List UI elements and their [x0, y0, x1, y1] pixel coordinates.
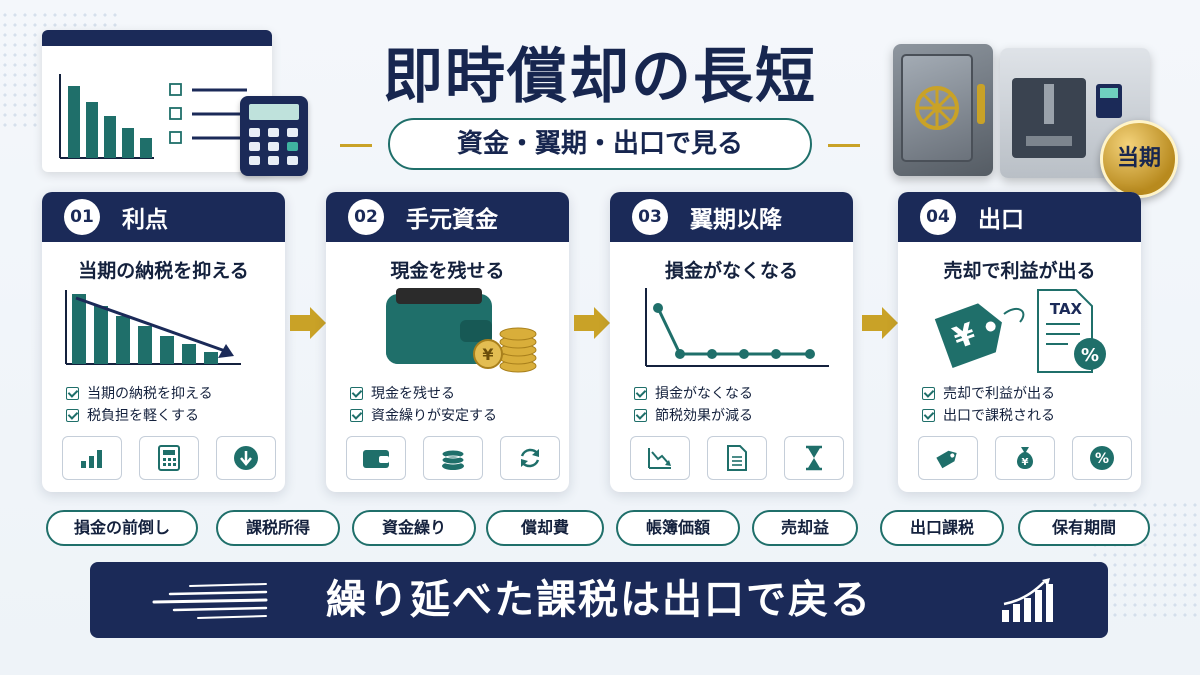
percent-icon: % — [1072, 436, 1132, 480]
cnc-machine-illustration — [1000, 48, 1150, 178]
page-subtitle: 資金・翼期・出口で見る — [388, 118, 812, 170]
conclusion-banner: 繰り延べた課税は出口で戻る — [90, 562, 1108, 638]
check-list: 損金がなくなる 節税効果が減る — [634, 382, 753, 426]
subtitle-rule-right — [828, 144, 860, 147]
report-board-illustration — [42, 30, 272, 172]
icon-row: ¥ % — [918, 436, 1132, 480]
checkbox-icon — [634, 386, 647, 400]
svg-text:%: % — [1095, 451, 1109, 467]
checkbox-icon — [66, 408, 79, 422]
flow-arrow-icon — [290, 307, 326, 339]
checkbox-icon — [922, 386, 935, 400]
money-bag-icon: ¥ — [995, 436, 1055, 480]
trend-down-icon — [630, 436, 690, 480]
card-title: 出口 — [978, 207, 1024, 233]
subtitle-group: 資金・翼期・出口で見る — [340, 118, 860, 172]
page-title: 即時償却の長短 — [383, 42, 817, 112]
dropping-line-chart-icon — [645, 288, 829, 367]
checkbox-icon — [350, 386, 363, 400]
keyword-tag: 資金繰り — [352, 510, 476, 546]
coins-icon — [423, 436, 483, 480]
list-item: 資金繰りが安定する — [350, 404, 497, 426]
icon-row — [62, 436, 276, 480]
flow-arrow-icon — [862, 307, 898, 339]
checkbox-icon — [634, 408, 647, 422]
card-number: 04 — [920, 199, 956, 235]
subtitle-rule-left — [340, 144, 372, 147]
card-number: 01 — [64, 199, 100, 235]
checkbox-icon — [66, 386, 79, 400]
tax-document-label: TAX — [1049, 300, 1083, 318]
check-list: 現金を残せる 資金繰りが安定する — [350, 382, 497, 426]
keyword-tag: 売却益 — [752, 510, 858, 546]
keyword-tag: 課税所得 — [216, 510, 340, 546]
svg-text:%: % — [1081, 345, 1099, 366]
svg-text:¥: ¥ — [482, 345, 493, 364]
check-list: 売却で利益が出る 出口で課税される — [922, 382, 1055, 426]
list-item: 損金がなくなる — [634, 382, 753, 404]
card-following-period: 03 翼期以降 損金がなくなる 損金がなくなる 節税効果が減る — [610, 192, 853, 492]
icon-row — [346, 436, 560, 480]
declining-bar-chart-icon — [65, 290, 241, 365]
refresh-icon — [500, 436, 560, 480]
card-title: 手元資金 — [406, 207, 498, 233]
wallet-coins-icon: ¥ — [386, 288, 537, 373]
download-arrow-icon — [216, 436, 276, 480]
document-icon — [707, 436, 767, 480]
keyword-tag: 損金の前倒し — [46, 510, 198, 546]
card-title: 翼期以降 — [690, 207, 782, 233]
svg-text:¥: ¥ — [1022, 457, 1029, 468]
list-item: 節税効果が減る — [634, 404, 753, 426]
checkbox-icon — [922, 408, 935, 422]
report-chart-icon — [59, 74, 247, 159]
card-subtitle: 当期の納税を抑える — [78, 260, 249, 282]
card-title: 利点 — [122, 207, 168, 233]
card-number: 02 — [348, 199, 384, 235]
conclusion-text: 繰り延べた課税は出口で戻る — [326, 577, 872, 623]
list-item: 当期の納税を抑える — [66, 382, 213, 404]
keyword-tags: 損金の前倒し 課税所得 資金繰り 償却費 帳簿価額 売却益 出口課税 保有期間 — [46, 510, 1156, 548]
card-number: 03 — [632, 199, 668, 235]
yen-tag-tax-document-icon: ¥ % — [934, 289, 1106, 373]
current-period-badge: 当期 — [1100, 120, 1178, 198]
calculator-icon — [139, 436, 199, 480]
safe-illustration — [893, 44, 993, 176]
list-item: 売却で利益が出る — [922, 382, 1055, 404]
flow-arrow-icon — [574, 307, 610, 339]
card-subtitle: 現金を残せる — [390, 260, 505, 282]
hourglass-icon — [784, 436, 844, 480]
keyword-tag: 帳簿価額 — [616, 510, 740, 546]
card-cash-on-hand: 02 手元資金 現金を残せる ¥ 現金を残せる 資金繰りが安定する — [326, 192, 569, 492]
keyword-tag: 出口課税 — [880, 510, 1004, 546]
icon-row — [630, 436, 844, 480]
wallet-icon — [346, 436, 406, 480]
card-subtitle: 売却で利益が出る — [943, 260, 1096, 282]
list-item: 出口で課税される — [922, 404, 1055, 426]
keyword-tag: 償却費 — [486, 510, 604, 546]
card-subtitle: 損金がなくなる — [664, 260, 798, 282]
keyword-tag: 保有期間 — [1018, 510, 1150, 546]
check-list: 当期の納税を抑える 税負担を軽くする — [66, 382, 213, 426]
growth-chart-icon — [1002, 578, 1053, 622]
list-item: 現金を残せる — [350, 382, 497, 404]
speed-lines-icon — [152, 583, 268, 619]
card-exit: 04 出口 売却で利益が出る ¥ % TAX 売却で利益が出る 出口で課税される… — [898, 192, 1141, 492]
card-benefit: 01 利点 当期の納税を抑える 当期の納税を抑える 税負担を軽くする — [42, 192, 285, 492]
bar-chart-icon — [62, 436, 122, 480]
checkbox-icon — [350, 408, 363, 422]
list-item: 税負担を軽くする — [66, 404, 213, 426]
calculator-illustration — [240, 96, 308, 176]
price-tag-icon — [918, 436, 978, 480]
